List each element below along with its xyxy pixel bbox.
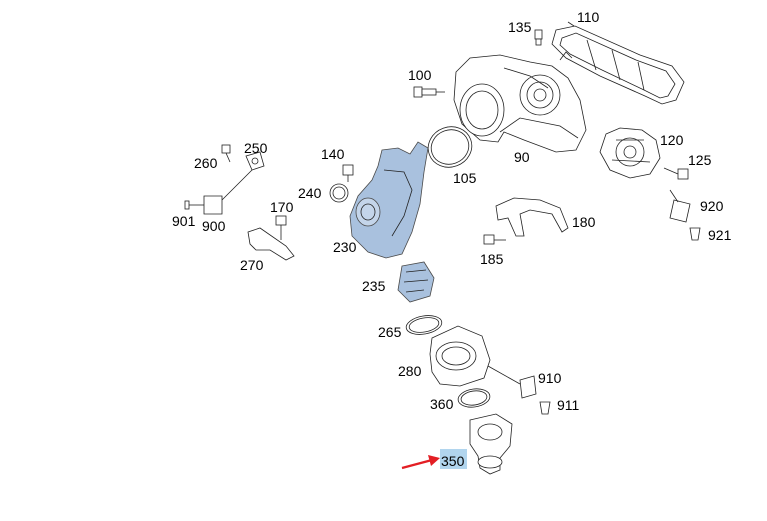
part-100-screw[interactable] <box>413 86 445 98</box>
part-125-bolt[interactable] <box>663 167 689 180</box>
label-920[interactable]: 920 <box>700 198 724 214</box>
label-901[interactable]: 901 <box>172 213 196 229</box>
part-265-o-ring[interactable] <box>405 313 444 337</box>
label-125[interactable]: 125 <box>688 152 712 168</box>
label-170[interactable]: 170 <box>270 199 294 215</box>
label-100[interactable]: 100 <box>408 67 432 83</box>
part-180-bracket[interactable] <box>495 197 569 237</box>
part-900-connector[interactable] <box>203 195 223 215</box>
label-270[interactable]: 270 <box>240 257 264 273</box>
label-265[interactable]: 265 <box>378 324 402 340</box>
label-180[interactable]: 180 <box>572 214 596 230</box>
label-250[interactable]: 250 <box>244 140 268 156</box>
label-235[interactable]: 235 <box>362 278 386 294</box>
label-911[interactable]: 911 <box>557 397 580 413</box>
label-105[interactable]: 105 <box>453 170 477 186</box>
part-90-throttle-housing[interactable] <box>453 51 587 153</box>
label-110[interactable]: 110 <box>577 9 600 25</box>
part-910-sensor[interactable] <box>519 375 537 399</box>
label-260[interactable]: 260 <box>194 155 218 171</box>
label-350-highlighted[interactable]: 350 <box>441 453 465 469</box>
label-185[interactable]: 185 <box>480 251 504 267</box>
label-90[interactable]: 90 <box>514 149 530 165</box>
part-140-bolt[interactable] <box>342 164 354 182</box>
part-105-o-ring[interactable] <box>422 121 477 174</box>
label-921[interactable]: 921 <box>708 227 732 243</box>
label-900[interactable]: 900 <box>202 218 226 234</box>
part-250-sensor[interactable] <box>245 151 265 171</box>
part-911-connector[interactable] <box>539 401 551 415</box>
part-185-bolt[interactable] <box>483 234 506 245</box>
part-110-gasket[interactable] <box>551 25 685 105</box>
part-920-sensor[interactable] <box>669 189 691 223</box>
part-921-connector[interactable] <box>689 227 701 241</box>
callout-arrow <box>401 455 440 470</box>
highlight-box-350 <box>440 449 467 469</box>
label-360[interactable]: 360 <box>430 396 454 412</box>
label-240[interactable]: 240 <box>298 185 322 201</box>
part-230-egr-pipe[interactable] <box>349 141 429 259</box>
part-901-connector-pin[interactable] <box>184 200 204 210</box>
part-170-bolt[interactable] <box>275 215 287 240</box>
label-135[interactable]: 135 <box>508 19 532 35</box>
label-910[interactable]: 910 <box>538 370 562 386</box>
part-235-heat-shield[interactable] <box>397 261 435 303</box>
label-140[interactable]: 140 <box>321 146 345 162</box>
part-350-coolant-flange[interactable] <box>469 413 513 475</box>
label-120[interactable]: 120 <box>660 132 684 148</box>
label-280[interactable]: 280 <box>398 363 422 379</box>
part-135-plug[interactable] <box>534 29 543 46</box>
part-120-water-pump[interactable] <box>599 127 661 179</box>
part-240-ring[interactable] <box>329 183 349 203</box>
part-270-bracket[interactable] <box>247 227 295 261</box>
part-280-thermostat-housing[interactable] <box>429 325 521 387</box>
label-230[interactable]: 230 <box>333 239 357 255</box>
part-360-o-ring[interactable] <box>457 387 491 409</box>
part-260-bolt[interactable] <box>221 144 231 163</box>
